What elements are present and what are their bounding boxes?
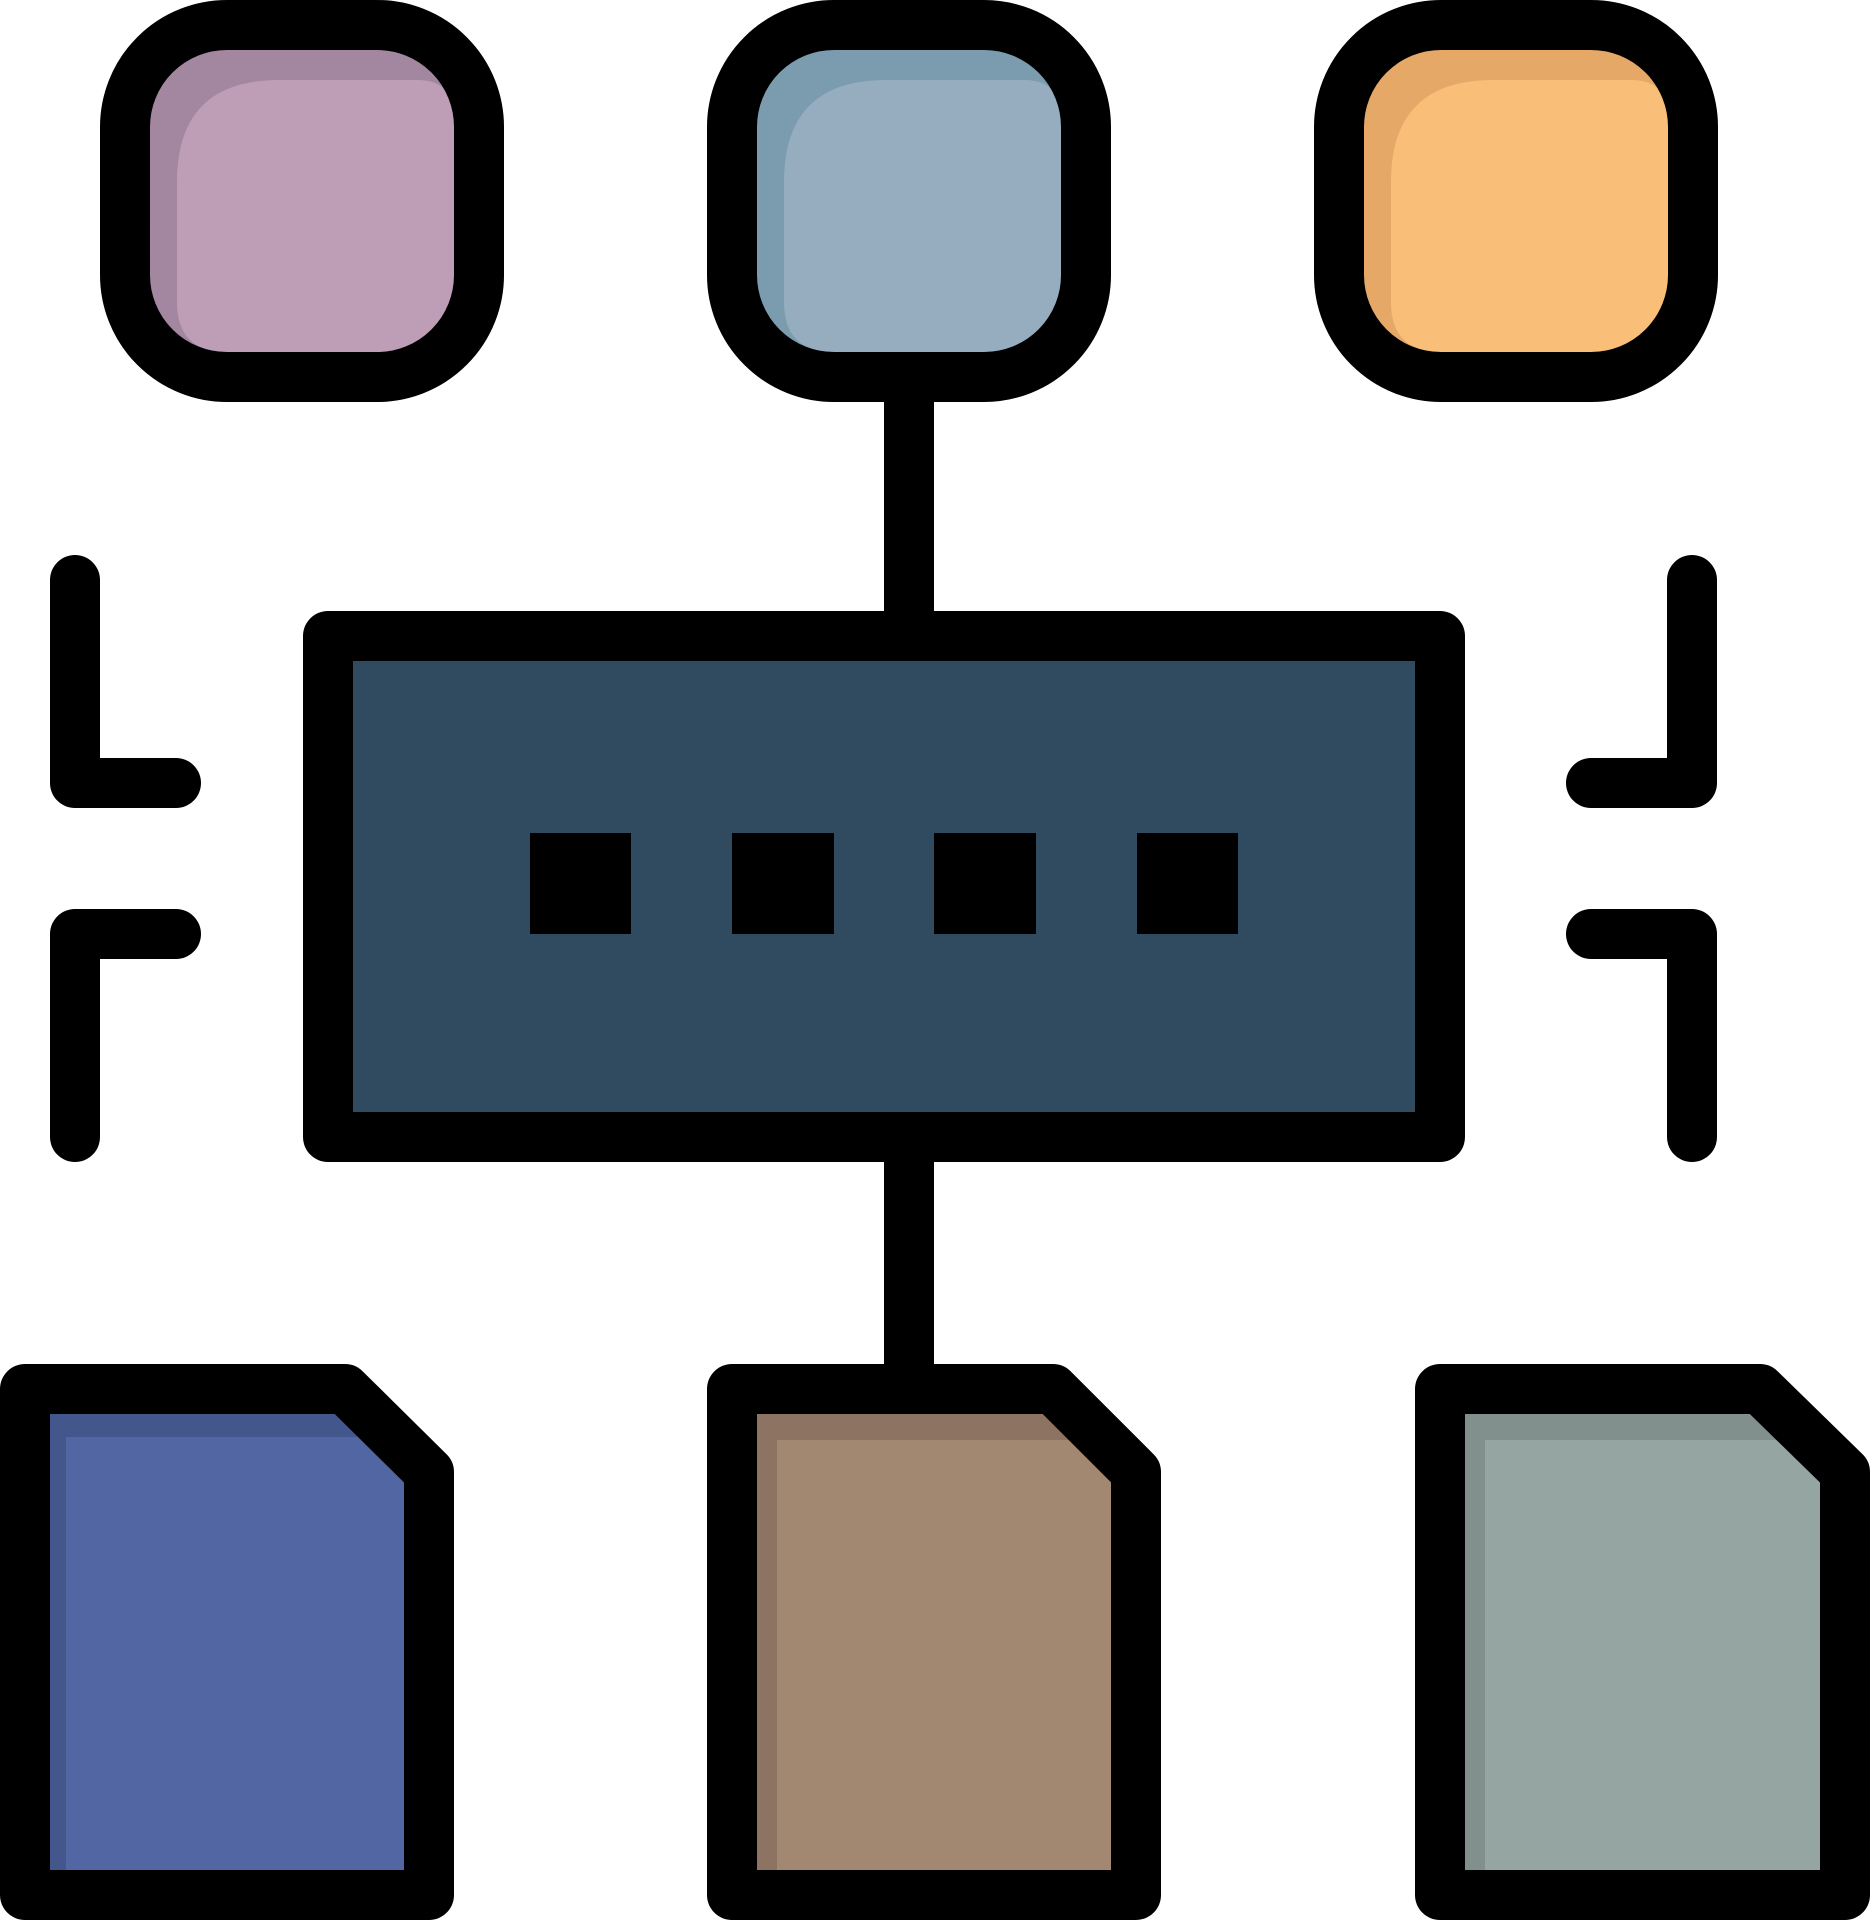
top-left-tile bbox=[100, 0, 504, 402]
right-brackets bbox=[1566, 555, 1717, 1162]
top-center-tile bbox=[707, 0, 1111, 402]
panel-dots bbox=[530, 833, 1238, 934]
left-brackets bbox=[50, 555, 201, 1162]
central-panel bbox=[303, 611, 1465, 1162]
bottom-center-document bbox=[707, 1364, 1161, 1920]
bottom-left-document bbox=[0, 1364, 454, 1920]
bottom-right-document bbox=[1415, 1364, 1870, 1920]
top-right-tile bbox=[1314, 0, 1718, 402]
